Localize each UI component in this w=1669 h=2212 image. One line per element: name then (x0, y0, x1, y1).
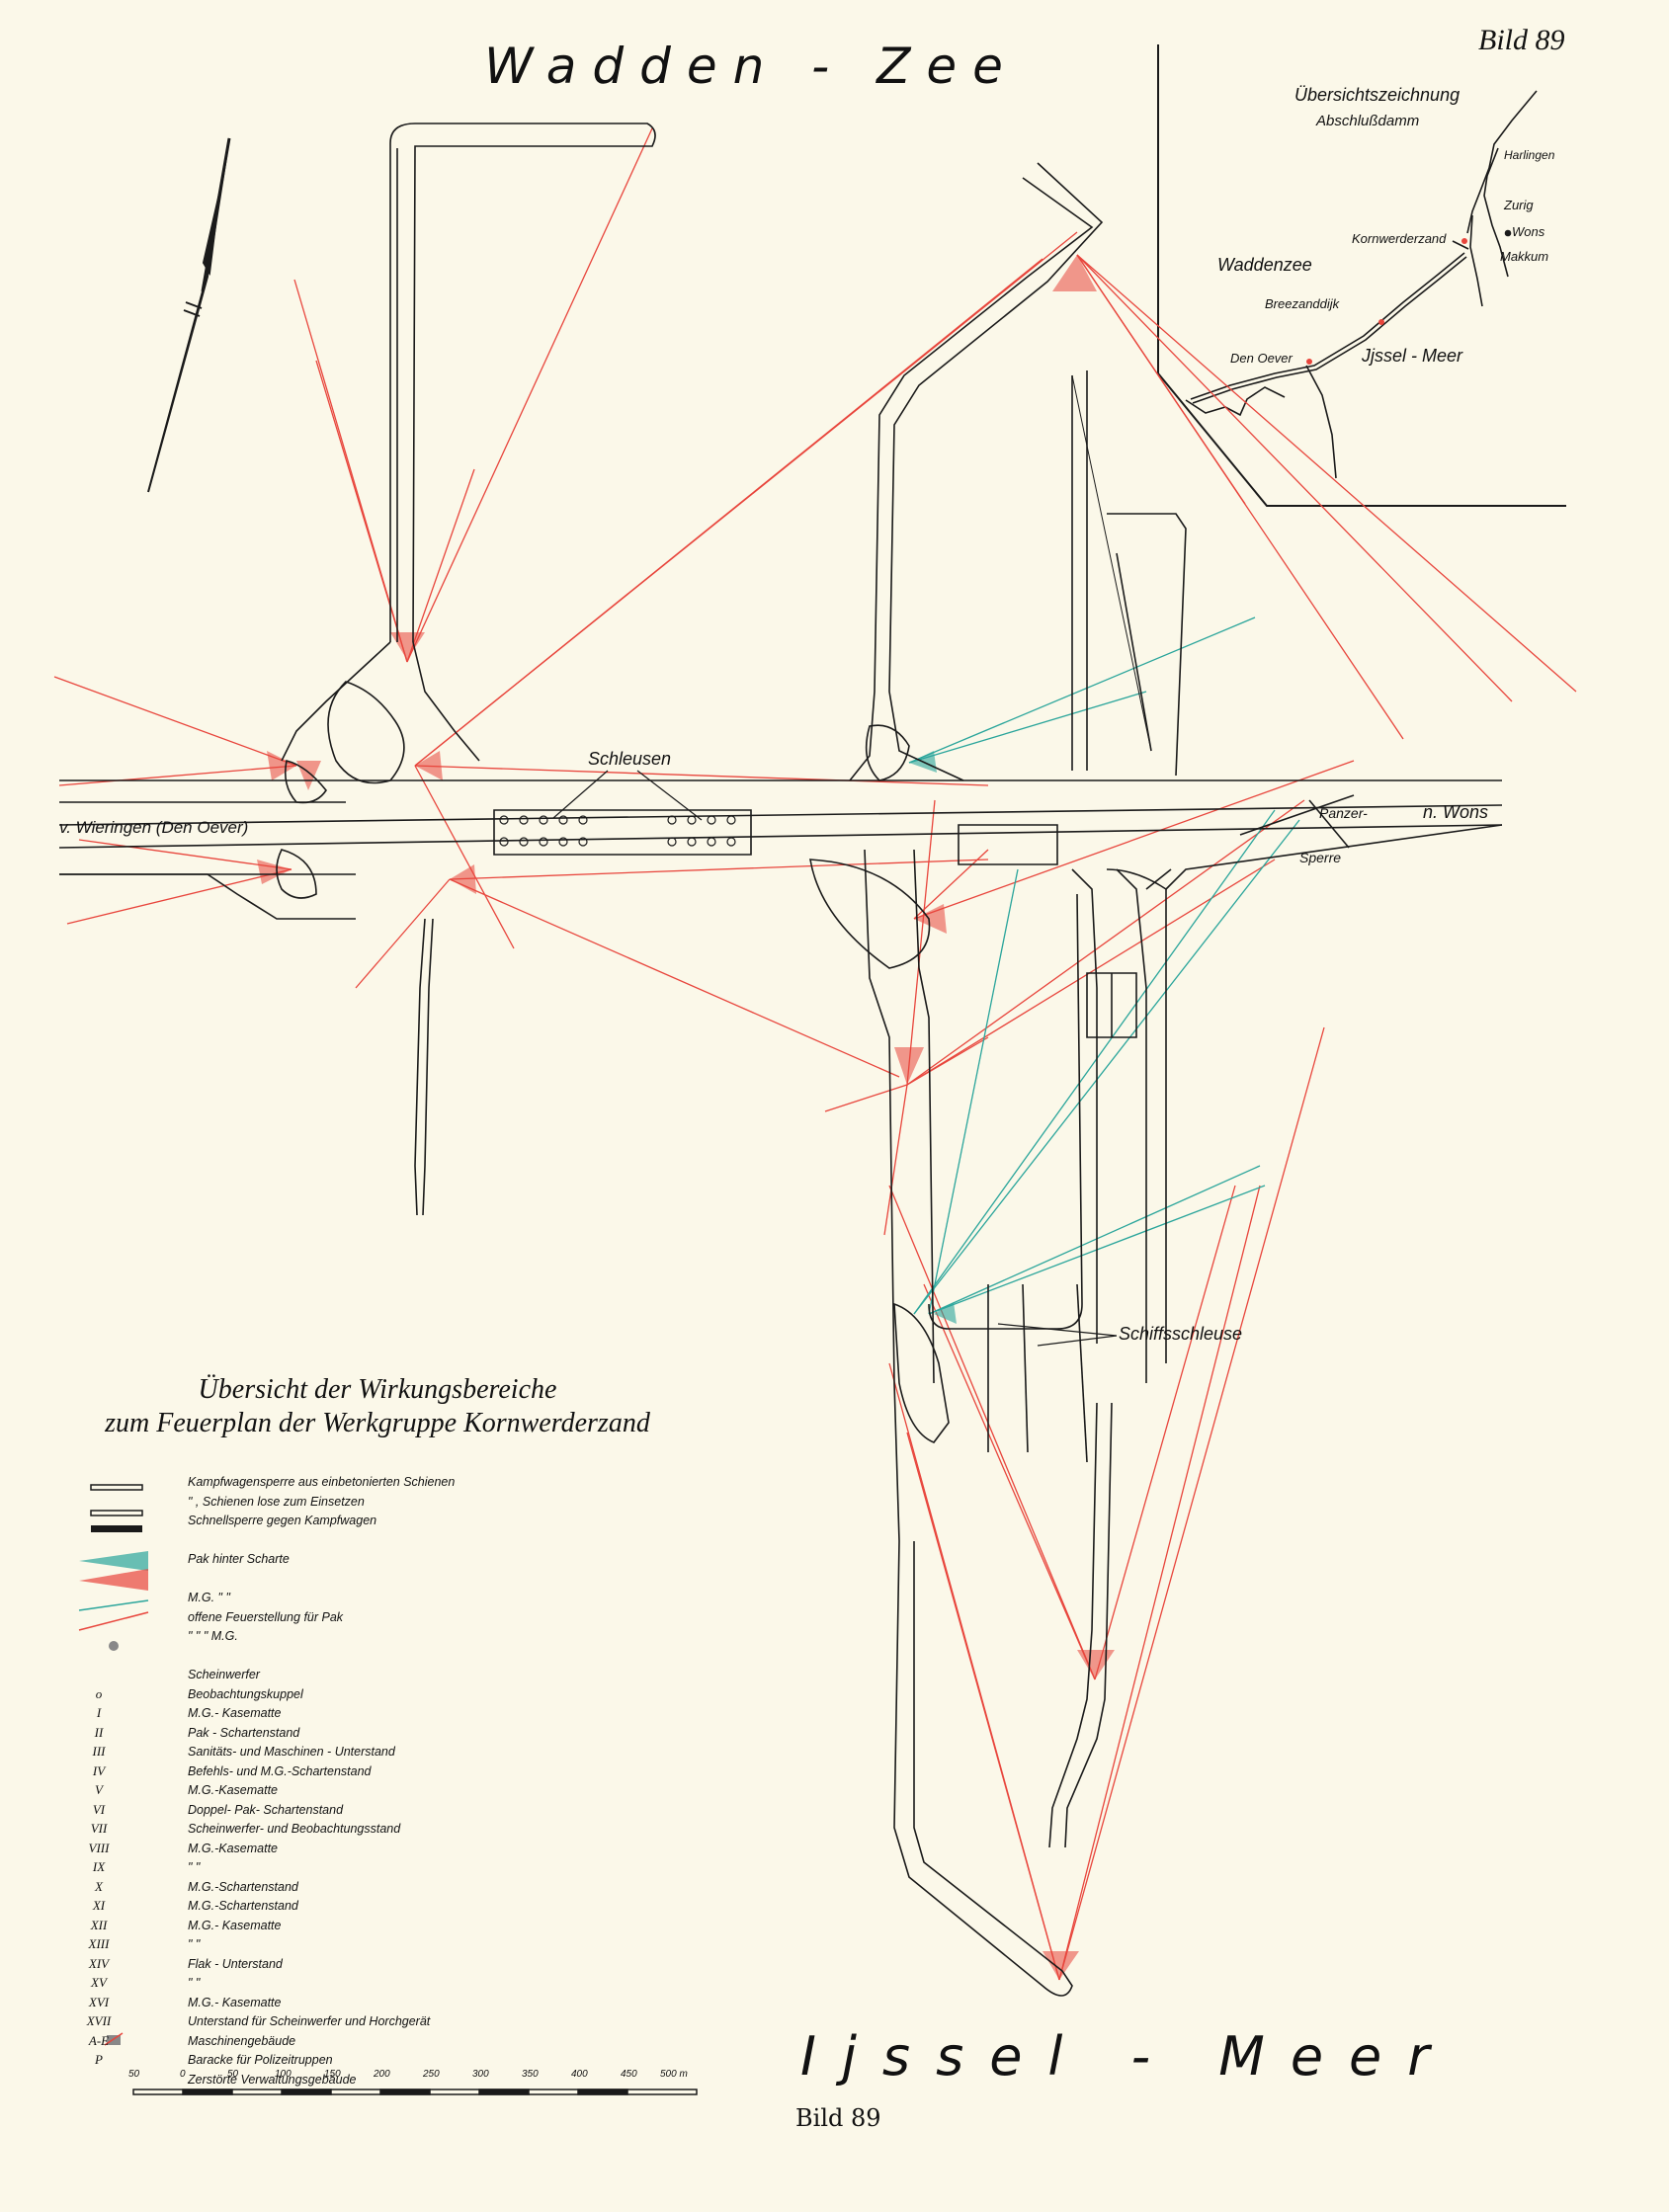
inset-kornwerderzand: Kornwerderzand (1352, 231, 1447, 246)
scale-tick: 250 (423, 2069, 440, 2080)
legend-item: Schnellsperre gegen Kampfwagen (188, 1514, 377, 1527)
scale-labels: 50 0 50 100 150 200 250 300 350 400 450 … (128, 2069, 702, 2089)
dam-structure (58, 123, 1503, 1997)
scale-tick: 150 (324, 2069, 341, 2080)
inset-breezanddijk: Breezanddijk (1265, 296, 1340, 311)
label-schiffsschleuse: Schiffsschleuse (1119, 1324, 1243, 1344)
inset-frame (1157, 44, 1566, 507)
inset-waddenzee: Waddenzee (1217, 255, 1312, 275)
legend-item: Scheinwerfer (188, 1668, 260, 1681)
label-sperre: Sperre (1299, 850, 1342, 865)
wadden-zee-title: Wadden - Zee (484, 38, 1019, 95)
scale-tick: 500 m (660, 2069, 688, 2080)
scale-tick: 300 (472, 2069, 489, 2080)
legend-item: XIII" " (88, 1936, 201, 1951)
legend-title-line2: zum Feuerplan der Werkgruppe Kornwerderz… (105, 1408, 650, 1438)
legend-item: XV" " (91, 1975, 201, 1990)
scale-tick: 100 (275, 2069, 292, 2080)
label-schleusen: Schleusen (588, 749, 672, 769)
mg-fire-lines (53, 127, 1577, 1981)
legend-item: Kampfwagensperre aus einbetonierten Schi… (188, 1475, 456, 1489)
legend-item: Zerstörte Verwaltungsgebäude (188, 2072, 357, 2087)
scale-tick: 200 (374, 2069, 390, 2080)
inset-wons: Wons (1512, 224, 1545, 239)
inset-makkum: Makkum (1500, 249, 1549, 264)
inset-title: Übersichtszeichnung (1294, 85, 1460, 105)
inset-subtitle: Abschlußdamm (1316, 113, 1420, 129)
legend-item: " " " M.G. (188, 1629, 238, 1643)
inset-map (1185, 90, 1538, 479)
scale-tick: 350 (522, 2069, 539, 2080)
legend-title-line1: Übersicht der Wirkungsbereiche (198, 1374, 557, 1405)
leader-lines (552, 770, 1118, 1347)
legend-item: IX" " (92, 1859, 201, 1874)
figure-number-top: Bild 89 (1478, 24, 1565, 56)
legend-item: M.G. " " (188, 1591, 230, 1604)
scale-tick: 450 (621, 2069, 637, 2080)
inset-harlingen: Harlingen (1504, 148, 1555, 162)
lock-gates (499, 815, 736, 847)
legend-item (69, 1648, 524, 1668)
legend-item (69, 1571, 524, 1591)
inset-ijssel-meer: Jjssel - Meer (1362, 346, 1463, 366)
scale-tick: 50 (227, 2069, 239, 2080)
label-wons: n. Wons (1423, 802, 1489, 822)
legend-item: Pak hinter Scharte (188, 1552, 290, 1566)
ijssel-meer-title: Ijssel - Meer (800, 2025, 1456, 2088)
scale-tick: 50 (128, 2069, 140, 2080)
legend-item: " , Schienen lose zum Einsetzen (188, 1494, 365, 1509)
figure-number-bottom: Bild 89 (795, 2104, 881, 2132)
scale-bar (132, 2089, 698, 2095)
legend-title: Übersicht der Wirkungsbereiche zum Feuer… (81, 1373, 674, 1440)
inset-den-oever: Den Oever (1230, 351, 1293, 366)
label-panzer: Panzer- (1319, 805, 1368, 821)
inset-zurig: Zurig (1504, 198, 1534, 212)
pak-fire-lines (908, 616, 1300, 1315)
scale-tick: 400 (571, 2069, 588, 2080)
legend-item (69, 1532, 524, 1552)
scale-tick: 0 (180, 2069, 186, 2080)
label-wieringen: v. Wieringen (Den Oever) (59, 818, 249, 837)
north-arrow-icon (147, 137, 231, 493)
legend-list: Kampfwagensperre aus einbetonierten Schi… (69, 1474, 524, 2090)
legend-item: offene Feuerstellung für Pak (188, 1609, 344, 1624)
legend-symbols (78, 1484, 149, 2046)
fire-fans-pak (909, 751, 957, 1324)
